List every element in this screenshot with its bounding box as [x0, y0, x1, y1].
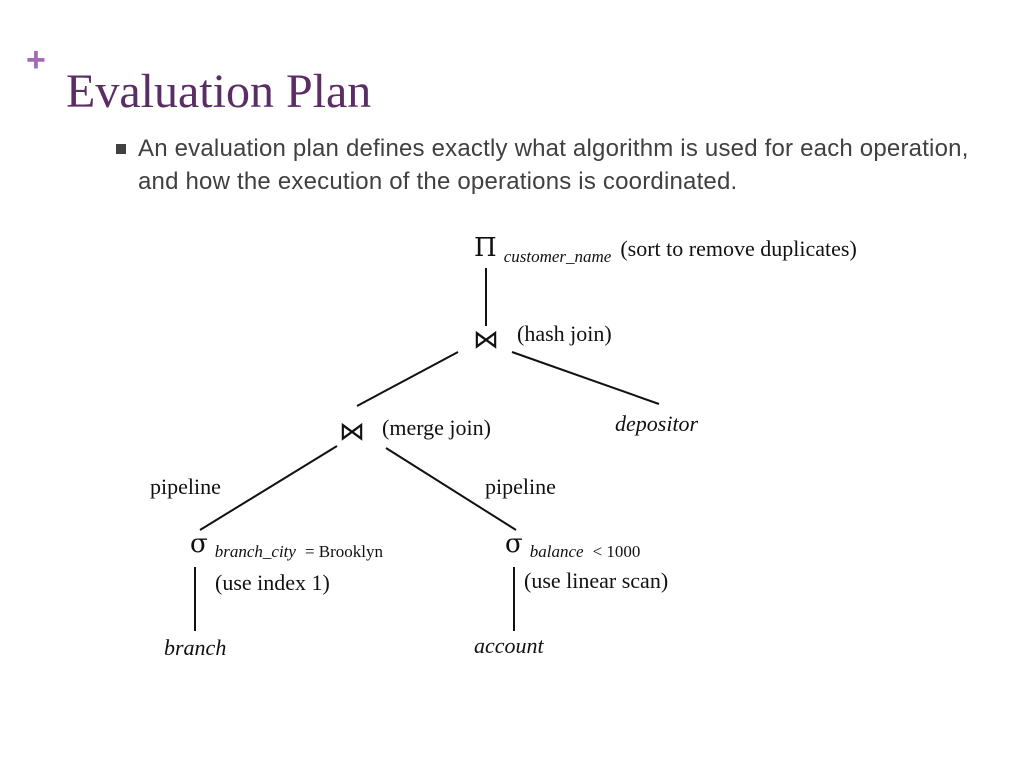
hash-join-note: (hash join): [517, 321, 612, 346]
bullet-square-icon: [116, 144, 126, 154]
projection-note: (sort to remove duplicates): [620, 236, 856, 261]
select-account-symbol: σ: [505, 529, 523, 559]
relation-branch: branch: [164, 635, 226, 660]
select-branch-note: (use index 1): [215, 570, 330, 595]
edge-mergejoin-select-branch: [199, 445, 338, 531]
pipeline-label-right: pipeline: [485, 474, 556, 499]
select-account-node: σ balance < 1000: [505, 529, 640, 561]
edge-hashjoin-mergejoin: [356, 351, 459, 407]
edge-hashjoin-depositor: [511, 351, 660, 405]
relation-depositor: depositor: [615, 411, 699, 436]
slide-title: Evaluation Plan: [66, 65, 372, 118]
select-account-condition: < 1000: [593, 542, 641, 561]
select-branch-symbol: σ: [190, 529, 208, 559]
hash-join-symbol: ⋈: [473, 325, 499, 355]
select-account-attribute: balance: [530, 542, 584, 561]
select-branch-attribute: branch_city: [215, 542, 297, 561]
merge-join-note: (merge join): [382, 415, 491, 440]
select-branch-condition: = Brooklyn: [305, 542, 384, 561]
plus-decoration: +: [26, 41, 46, 79]
bullet-text: An evaluation plan defines exactly what …: [138, 135, 969, 195]
select-branch-node: σ branch_city = Brooklyn: [190, 529, 384, 561]
projection-symbol: Π: [474, 233, 497, 263]
edge-mergejoin-select-account: [385, 447, 517, 531]
projection-node: Π customer_name (sort to remove duplicat…: [474, 233, 857, 266]
projection-attribute: customer_name: [504, 247, 612, 266]
merge-join-symbol: ⋈: [339, 417, 365, 447]
relation-account: account: [474, 633, 545, 658]
select-account-note: (use linear scan): [524, 568, 668, 593]
pipeline-label-left: pipeline: [150, 474, 221, 499]
